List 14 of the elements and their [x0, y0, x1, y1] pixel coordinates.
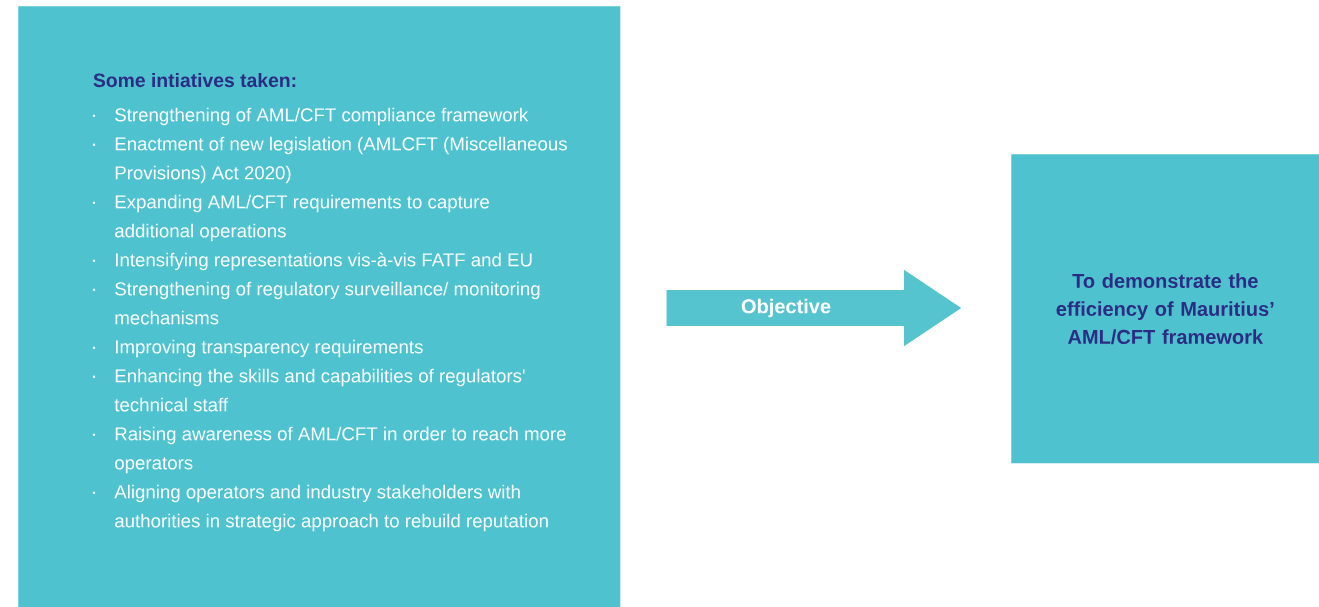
list-item: Enactment of new legislation (AMLCFT (Miscellaneous Provisions) Act 2020)	[115, 136, 567, 184]
edge-label: Objective	[741, 298, 831, 318]
list-item: Raising awareness of AML/CFT in order to reach more operators	[115, 426, 566, 474]
list-item: Intensifying representations vis-à-vis FATF and EU	[116, 252, 532, 271]
list-item: Strengthening of regulatory surveillance/ monitoring mechanisms	[115, 281, 540, 325]
initiatives-box	[18, 6, 621, 607]
box-text: To demonstrate the efficiency of Mauritius’ AML/CFT framework	[1056, 273, 1274, 345]
objective-box	[1011, 154, 1319, 464]
list-item: Strengthening of AML/CFT compliance framework	[115, 107, 529, 126]
list-item: Expanding AML/CFT requirements to capture additional operations	[115, 194, 489, 242]
list-item: Enhancing the skills and capabilities of regulators' technical staff	[114, 368, 525, 412]
heading: Some intiatives taken:	[93, 72, 296, 88]
list-item: Aligning operators and industry stakeholders with authorities in strategic approach to rebuild reputation	[114, 484, 548, 532]
list-item: Improving transparency requirements	[116, 339, 423, 358]
